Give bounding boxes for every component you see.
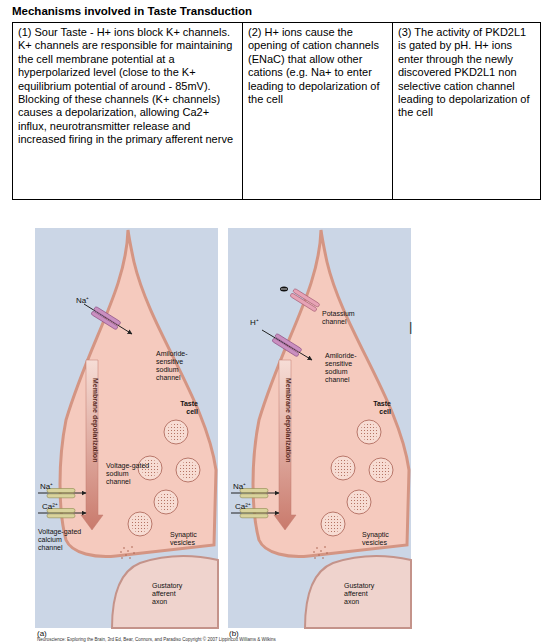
figure-label: Taste cell	[365, 400, 391, 416]
figure-label: Gustatory afferent axon	[344, 582, 384, 606]
figure-label: Amiloride-sensitive sodium channel	[156, 350, 194, 382]
amiloride-channel	[272, 333, 302, 357]
ion-mark	[281, 289, 287, 290]
table-cell: (2) H+ ions cause the opening of cation …	[242, 22, 393, 200]
panel-b	[228, 228, 411, 628]
cell-text: (3) The activity of PKD2L1 is gated by p…	[398, 26, 535, 120]
figure-label: Na⁺	[76, 296, 89, 305]
figure-label: Na⁺	[40, 482, 53, 491]
figure-label: Membrane depolarization	[284, 378, 292, 518]
figure-label: Na⁺	[233, 482, 246, 491]
figure-label: Potassium channel	[322, 310, 364, 326]
ion-arrow	[84, 304, 132, 334]
figure-label: Voltage-gated calcium channel	[38, 528, 88, 552]
figure-label: (a)	[37, 629, 47, 638]
potassium-channel	[290, 288, 320, 312]
figure-label: Ca²⁺	[235, 502, 251, 511]
figure-label: Membrane depolarization	[91, 378, 99, 518]
cell-text: (1) Sour Taste - H+ ions block K+ channe…	[18, 26, 237, 147]
hydrogen-ion	[280, 287, 288, 292]
figure-label: |	[409, 320, 412, 334]
figure-label: Taste cell	[172, 400, 198, 416]
figure-label: Synaptic vesicles	[170, 531, 210, 547]
figure-label: Amiloride-sensitive sodium channel	[325, 352, 363, 384]
figure-label: Synaptic vesicles	[362, 531, 402, 547]
ion-arrow	[262, 330, 312, 360]
figure-label: Voltage-gated sodium channel	[106, 462, 154, 486]
table-cell: (3) The activity of PKD2L1 is gated by p…	[392, 22, 541, 200]
cell-text: (2) H+ ions cause the opening of cation …	[248, 26, 387, 106]
figure-label: (b)	[229, 629, 239, 638]
figure-label: H⁺	[250, 318, 259, 327]
page-title: Mechanisms involved in Taste Transductio…	[12, 5, 252, 17]
figure-label: Gustatory afferent axon	[152, 582, 192, 606]
amiloride-channel	[91, 306, 121, 330]
figure-label: Ca²⁺	[42, 502, 58, 511]
panel-a	[35, 228, 218, 628]
figure-caption: Neuroscience: Exploring the Brain, 3rd E…	[37, 637, 276, 642]
table-cell: (1) Sour Taste - H+ ions block K+ channe…	[12, 22, 243, 200]
